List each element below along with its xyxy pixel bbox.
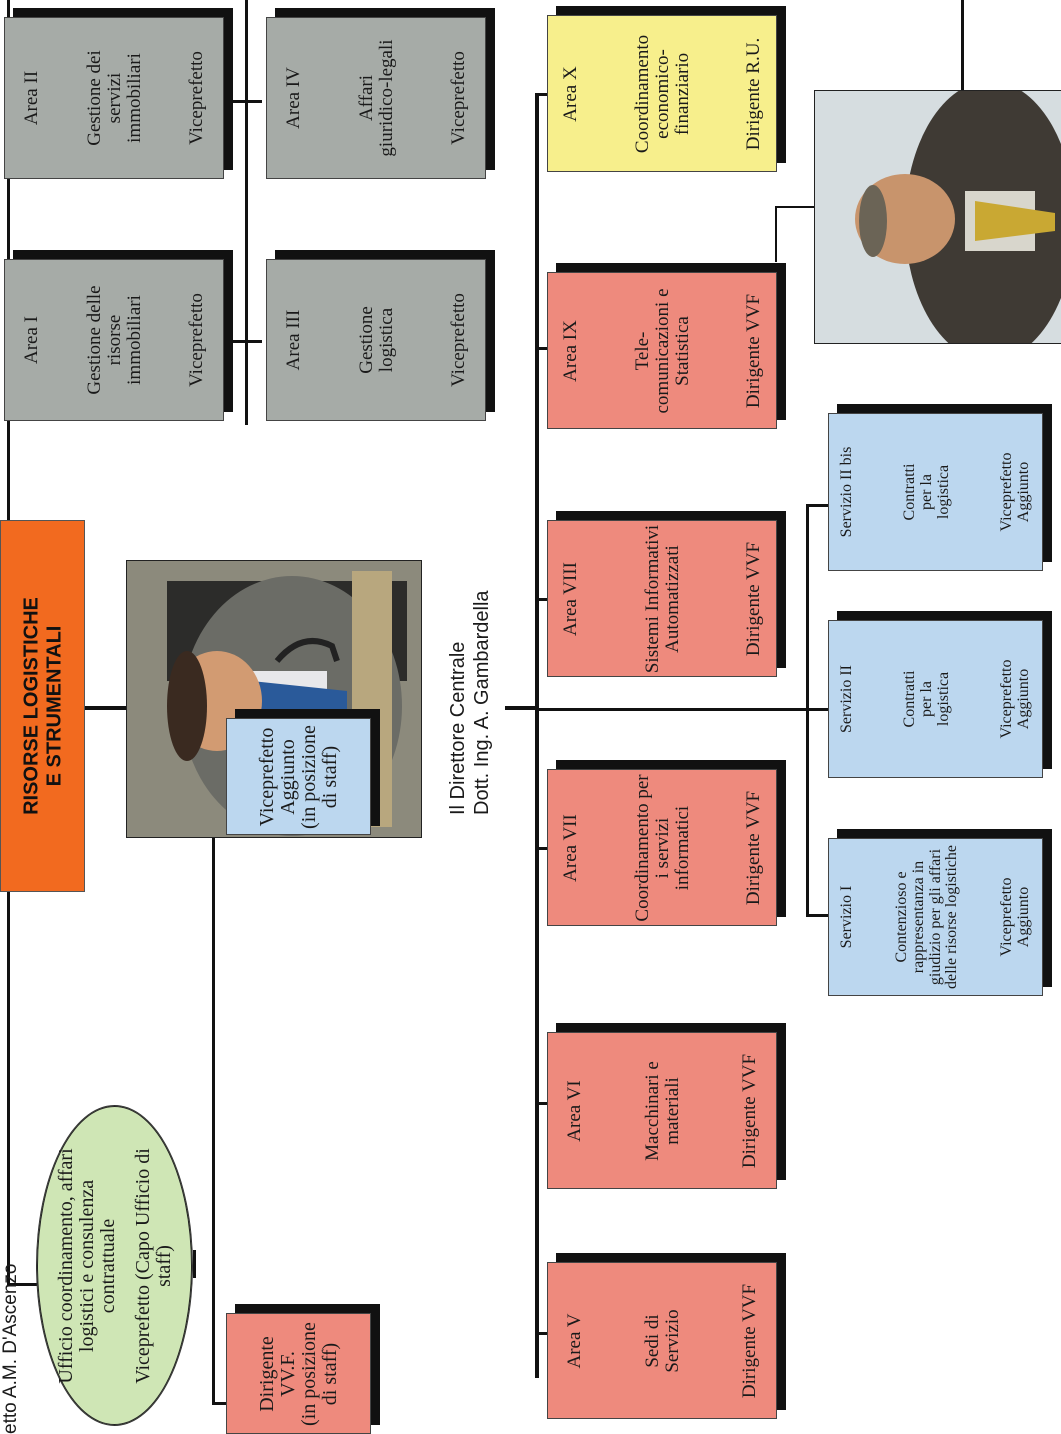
area-vi-name: Macchinari e materiali bbox=[642, 1060, 684, 1161]
area-ix-box: Area IX Tele-comunicazioni e Statistica … bbox=[547, 272, 777, 429]
director-title: Il Direttore Centrale bbox=[447, 641, 469, 815]
header-box: RISORSE LOGISTICHE E STRUMENTALI bbox=[0, 520, 85, 892]
area-ii-name: Gestione dei servizi immobiliari bbox=[84, 50, 145, 146]
servizio-ii-role: Viceprefetto Aggiunto bbox=[997, 659, 1032, 739]
servizio-ii-bis-role: Viceprefetto Aggiunto bbox=[997, 452, 1032, 532]
area-x-label: Area X bbox=[560, 65, 581, 122]
area-v-label: Area V bbox=[564, 1312, 585, 1369]
area-ii-role: Viceprefetto bbox=[186, 51, 208, 145]
area-viii-box: Area VIII Sistemi Informativi Automatizz… bbox=[547, 520, 777, 677]
area-vii-box: Area VII Coordinamento per i servizi inf… bbox=[547, 769, 777, 926]
staff-office-title: Ufficio coordinamento, affari logistici … bbox=[54, 1147, 118, 1384]
area-x-role: Dirigente R.U. bbox=[743, 37, 765, 150]
area-v-name: Sedi di Servizio bbox=[642, 1308, 684, 1373]
area-iv-label: Area IV bbox=[283, 67, 304, 129]
area-i-box: Area I Gestione delle risorse immobiliar… bbox=[4, 259, 224, 421]
area-iv-role: Viceprefetto bbox=[448, 51, 470, 145]
area-i-name: Gestione delle risorse immobiliari bbox=[84, 285, 145, 395]
area-iii-box: Area III Gestione logistica Viceprefetto bbox=[266, 259, 486, 421]
area-vi-box: Area VI Macchinari e materiali Dirigente… bbox=[547, 1032, 777, 1189]
area-i-label: Area I bbox=[21, 316, 42, 364]
area-vii-name: Coordinamento per i servizi informatici bbox=[632, 773, 693, 922]
area-ix-role: Dirigente VVF bbox=[743, 293, 765, 408]
staff-office-role: Viceprefetto (Capo Ufficio di staff) bbox=[131, 1147, 174, 1384]
staff-box-viceprefetto-title: Viceprefetto Aggiunto bbox=[255, 727, 299, 826]
servizio-ii-title: Servizio II bbox=[837, 665, 855, 733]
staff-box-dirigente-title: Dirigente VV.F. bbox=[255, 1335, 299, 1412]
area-v-role: Dirigente VVF bbox=[739, 1283, 761, 1398]
area-viii-name: Sistemi Informativi Automatizzati bbox=[642, 524, 684, 673]
staff-box-viceprefetto: Viceprefetto Aggiunto (in posizione di s… bbox=[226, 718, 371, 835]
secondary-portrait-image bbox=[815, 91, 1061, 343]
servizio-ii-bis-name: Contratti per la logistica bbox=[900, 463, 952, 521]
area-viii-label: Area VIII bbox=[560, 561, 581, 636]
area-iv-box: Area IV Affari giuridico-legali Vicepref… bbox=[266, 17, 486, 179]
staff-box-dirigente-detail: (in posizione di staff) bbox=[297, 1321, 341, 1426]
area-vi-label: Area VI bbox=[564, 1079, 585, 1142]
staff-box-viceprefetto-detail: (in posizione di staff) bbox=[297, 724, 341, 829]
area-x-name: Coordinamento economico-finanziario bbox=[632, 34, 693, 153]
servizio-ii-bis-title: Servizio II bis bbox=[837, 446, 855, 538]
servizio-i-name: Contenzioso e rappresentanza in giudizio… bbox=[892, 845, 960, 989]
header-title-line2: E STRUMENTALI bbox=[42, 625, 65, 787]
area-iii-label: Area III bbox=[283, 309, 304, 371]
director-name: Dott. Ing. A. Gambardella bbox=[471, 590, 493, 815]
area-vi-role: Dirigente VVF bbox=[739, 1053, 761, 1168]
header-title-line1: RISORSE LOGISTICHE bbox=[19, 597, 42, 815]
area-i-role: Viceprefetto bbox=[186, 293, 208, 387]
staff-office-ellipse: Ufficio coordinamento, affari logistici … bbox=[36, 1105, 193, 1426]
servizio-i-role: Viceprefetto Aggiunto bbox=[997, 877, 1032, 957]
area-ii-box: Area II Gestione dei servizi immobiliari… bbox=[4, 17, 224, 179]
servizio-ii-bis-box: Servizio II bis Contratti per la logisti… bbox=[828, 413, 1043, 571]
servizio-ii-name: Contratti per la logistica bbox=[900, 670, 952, 728]
area-ii-label: Area II bbox=[21, 70, 42, 126]
area-iii-name: Gestione logistica bbox=[356, 306, 398, 374]
area-viii-role: Dirigente VVF bbox=[743, 541, 765, 656]
area-iv-name: Affari giuridico-legali bbox=[356, 39, 398, 157]
top-label-text: etto A.M. D'Ascenzo bbox=[0, 1263, 21, 1434]
servizio-i-box: Servizio I Contenzioso e rappresentanza … bbox=[828, 838, 1043, 996]
area-x-box: Area X Coordinamento economico-finanziar… bbox=[547, 15, 777, 172]
top-label: etto A.M. D'Ascenzo bbox=[0, 1264, 22, 1434]
servizio-ii-box: Servizio II Contratti per la logistica V… bbox=[828, 620, 1043, 778]
staff-box-dirigente: Dirigente VV.F. (in posizione di staff) bbox=[226, 1313, 371, 1434]
area-iii-role: Viceprefetto bbox=[448, 293, 470, 387]
area-vii-label: Area VII bbox=[560, 813, 581, 882]
servizio-i-title: Servizio I bbox=[837, 885, 855, 949]
area-ix-name: Tele-comunicazioni e Statistica bbox=[632, 287, 693, 414]
secondary-photo bbox=[814, 90, 1061, 344]
area-vii-role: Dirigente VVF bbox=[743, 790, 765, 905]
area-v-box: Area V Sedi di Servizio Dirigente VVF bbox=[547, 1262, 777, 1419]
area-ix-label: Area IX bbox=[560, 319, 581, 382]
director-label: Il Direttore Centrale Dott. Ing. A. Gamb… bbox=[446, 590, 494, 815]
